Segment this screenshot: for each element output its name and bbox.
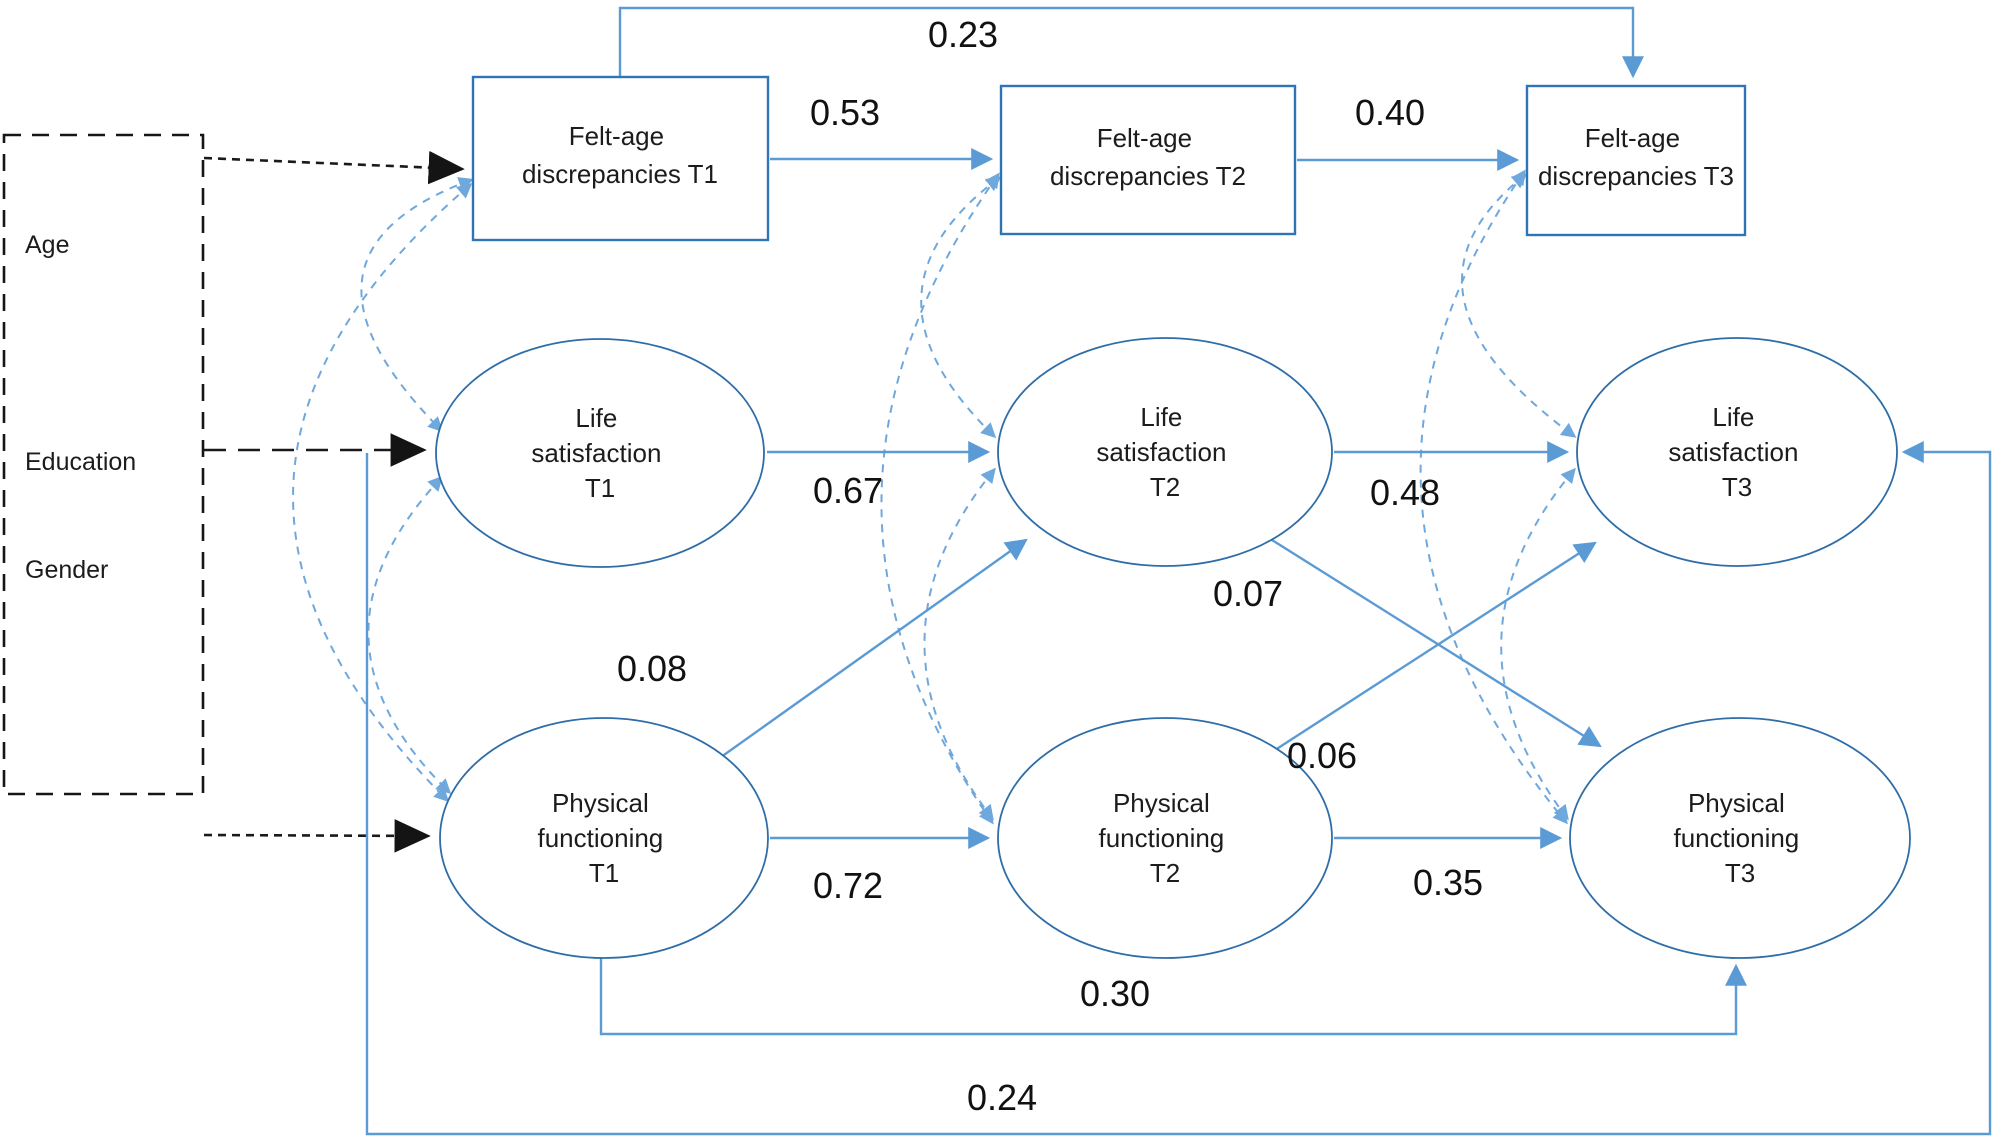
felt-age-t2-label: Felt-age discrepancies T2: [1050, 123, 1246, 191]
life-satisfaction-t3-label: Life satisfaction T3: [1668, 402, 1805, 502]
coef-fa1-fa3: 0.23: [928, 14, 998, 55]
coef-pf2-ls3: 0.06: [1287, 735, 1357, 776]
physical-functioning-t1-node: Physical functioning T1: [439, 717, 769, 959]
physical-functioning-t3-ellipse: [1569, 717, 1911, 959]
life-satisfaction-t3-node: Life satisfaction T3: [1576, 337, 1898, 567]
felt-age-t3-box: [1525, 84, 1747, 237]
physical-functioning-t1-label: Physical functioning T1: [538, 788, 671, 888]
age-covariate-arrow: [203, 150, 465, 185]
felt-age-t2-box: [999, 84, 1297, 236]
felt-age-t1-label: Felt-age discrepancies T1: [522, 121, 718, 189]
coef-pf1-pf2: 0.72: [813, 865, 883, 906]
life-satisfaction-t1-label: Life satisfaction T1: [531, 403, 668, 503]
coef-ls1-ls2: 0.67: [813, 470, 883, 511]
life-satisfaction-t1-node: Life satisfaction T1: [435, 338, 765, 568]
coef-fa2-fa3: 0.40: [1355, 92, 1425, 133]
corr-arc-ls1-pf1: [367, 475, 452, 795]
path-fa1-fa3-top: [618, 6, 1644, 79]
felt-age-t3-label: Felt-age discrepancies T3: [1538, 123, 1734, 191]
life-satisfaction-t3-ellipse: [1576, 337, 1898, 567]
coef-pf2-pf3: 0.35: [1413, 862, 1483, 903]
coef-fa1-fa2: 0.53: [810, 92, 880, 133]
corr-arc-fa3-pf3: [1419, 169, 1568, 825]
coef-pf1-pf3: 0.30: [1080, 973, 1150, 1014]
felt-age-t1-box: [471, 75, 770, 242]
life-satisfaction-t2-ellipse: [997, 337, 1333, 567]
wave1-correlation-arcs: [292, 177, 474, 803]
gender-label: Gender: [25, 556, 108, 584]
path-ls2-pf3-crosslag: [1271, 538, 1602, 748]
wave3-correlation-arcs: [1419, 169, 1577, 825]
coef-ls2-ls3: 0.48: [1370, 472, 1440, 513]
physical-functioning-t2-label: Physical functioning T2: [1099, 788, 1232, 888]
path-pf1-ls2-crosslag: [699, 538, 1028, 773]
education-label: Education: [25, 448, 136, 476]
felt-age-t3-node: Felt-age discrepancies T3: [1525, 84, 1747, 237]
path-pf1-pf3-bottom: [599, 958, 1747, 1036]
coef-ls1-ls3: 0.24: [967, 1077, 1037, 1118]
path-pf2-ls3-crosslag: [1271, 541, 1597, 754]
physical-functioning-t3-node: Physical functioning T3: [1569, 717, 1911, 959]
coef-pf1-ls2: 0.08: [617, 648, 687, 689]
coef-ls2-pf3: 0.07: [1213, 573, 1283, 614]
physical-functioning-t3-label: Physical functioning T3: [1674, 788, 1807, 888]
age-label: Age: [25, 231, 69, 259]
wave2-correlation-arcs: [880, 172, 1002, 825]
physical-functioning-t2-node: Physical functioning T2: [997, 717, 1333, 959]
gender-covariate-arrow: [203, 819, 431, 853]
corr-arc-fa1-pf1: [292, 183, 473, 803]
covariates-box: [2, 133, 205, 796]
corr-arc-ls3-pf3: [1500, 467, 1576, 821]
felt-age-t2-node: Felt-age discrepancies T2: [999, 84, 1297, 236]
corr-arc-fa1-ls1: [360, 177, 474, 433]
life-satisfaction-t1-ellipse: [435, 338, 765, 568]
corr-arc-fa2-ls2: [920, 176, 1002, 439]
physical-functioning-t2-ellipse: [997, 717, 1333, 959]
corr-arc-ls2-pf2: [923, 467, 996, 821]
physical-functioning-t1-ellipse: [439, 717, 769, 959]
life-satisfaction-t2-node: Life satisfaction T2: [997, 337, 1333, 567]
corr-arc-fa2-pf2: [880, 172, 1000, 825]
path-ls1-ls3-bottom: [365, 441, 1992, 1136]
corr-arc-fa3-ls3: [1461, 173, 1577, 438]
life-satisfaction-t2-label: Life satisfaction T2: [1096, 402, 1233, 502]
felt-age-t1-node: Felt-age discrepancies T1: [471, 75, 770, 242]
